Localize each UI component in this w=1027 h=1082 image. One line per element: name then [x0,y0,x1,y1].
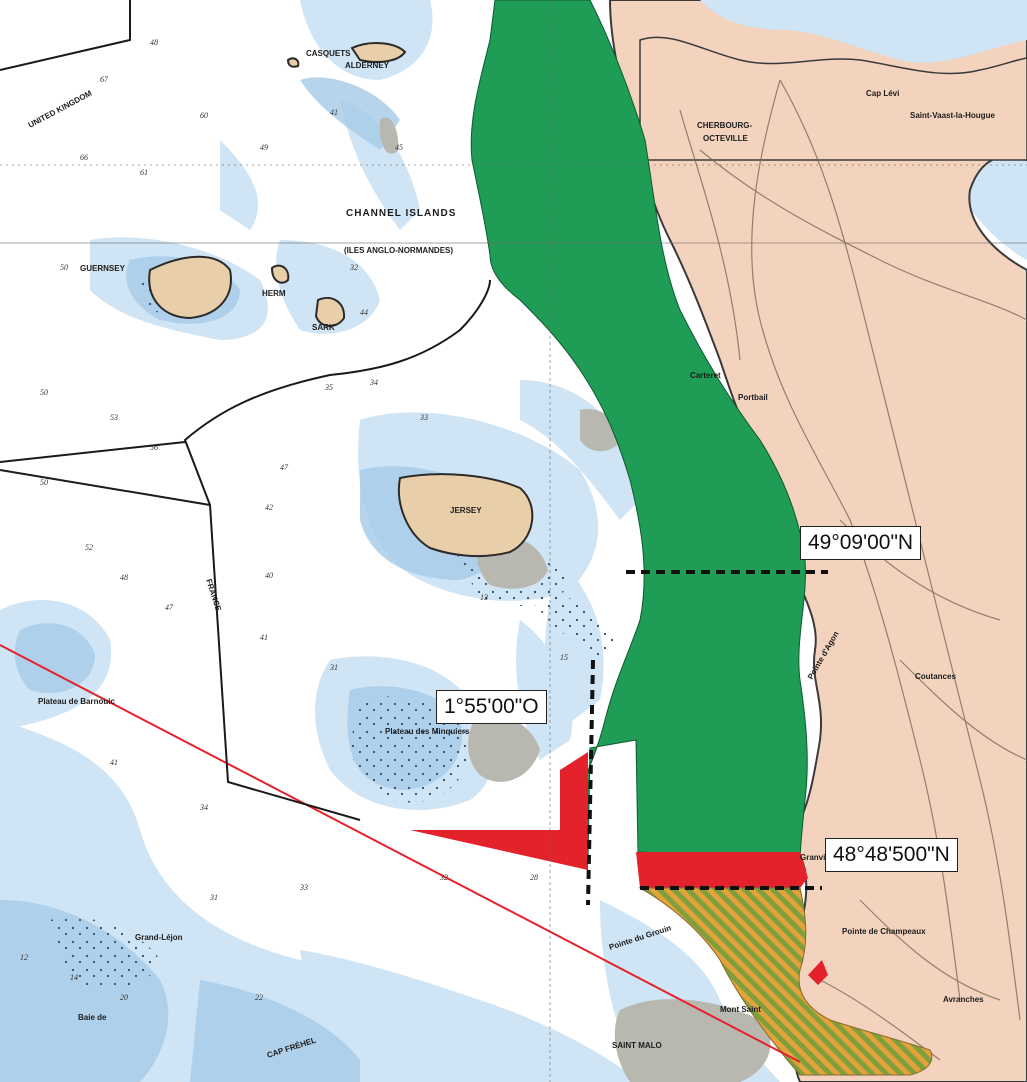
svg-text:15: 15 [560,653,568,662]
boundary-line-red [0,644,801,1063]
label-cap-levi: Cap Lévi [866,89,899,98]
svg-text:12: 12 [20,953,28,962]
label-alderney: ALDERNEY [345,61,390,70]
svg-text:41: 41 [330,108,338,117]
label-portbail: Portbail [738,393,768,402]
svg-text:34: 34 [199,803,208,812]
label-mont-saint: Mont Saint [720,1005,761,1014]
label-jersey: JERSEY [450,506,482,515]
guernsey-island [148,255,232,320]
svg-text:31: 31 [209,893,218,902]
red-zone-small[interactable] [808,960,828,985]
svg-text:50: 50 [40,388,48,397]
label-carteret: Carteret [690,371,721,380]
label-guernsey: GUERNSEY [80,264,126,273]
label-avranches: Avranches [943,995,984,1004]
svg-text:45: 45 [395,143,403,152]
herm-island [270,264,290,284]
label-herm: HERM [262,289,286,298]
svg-text:31: 31 [329,663,338,672]
svg-text:61: 61 [140,168,148,177]
svg-text:48: 48 [150,38,158,47]
svg-text:50: 50 [60,263,68,272]
label-coutances: Coutances [915,672,956,681]
label-pointe-champeaux: Pointe de Champeaux [842,927,926,936]
svg-text:33: 33 [419,413,428,422]
label-plateau-minquiers: Plateau des Minquiers [385,727,470,736]
hatched-zone[interactable] [638,887,933,1076]
svg-text:41: 41 [260,633,268,642]
svg-text:47: 47 [280,463,289,472]
svg-text:14: 14 [70,973,78,982]
svg-text:34: 34 [369,378,378,387]
svg-text:20: 20 [120,993,128,1002]
red-zone-east[interactable] [636,852,808,888]
svg-text:56: 56 [150,443,158,452]
red-zone-west[interactable] [410,752,588,870]
label-granville: Granville [800,853,835,862]
callout-lat-south: 48°48'500"N [825,838,958,872]
callout-lon-west: 1°55'00"O [436,690,547,724]
callout-lat-south-text: 48°48'500"N [833,843,950,866]
rock-patches [379,117,771,1082]
svg-text:32: 32 [349,263,358,272]
svg-text:44: 44 [360,308,368,317]
svg-text:32: 32 [439,873,448,882]
label-casquets: CASQUETS [306,49,351,58]
alderney-island [350,42,407,63]
svg-text:28: 28 [530,873,538,882]
svg-text:13: 13 [480,593,488,602]
label-plateau-barnouic: Plateau de Barnouic [38,697,115,706]
callout-lat-north-text: 49°09'00"N [808,531,914,554]
label-sark: SARK [312,323,335,332]
boundary-lines [0,0,491,821]
callout-lon-west-text: 1°55'00"O [444,695,539,718]
svg-text:52: 52 [85,543,93,552]
svg-text:67: 67 [100,75,109,84]
label-octeville: OCTEVILLE [703,134,749,143]
svg-text:40: 40 [265,571,273,580]
label-iles-anglo-normandes: (ILES ANGLO-NORMANDES) [344,246,453,255]
svg-text:49: 49 [260,143,268,152]
soundings: 48 67 60 66 61 49 50 50 53 56 50 52 48 4… [20,38,568,1002]
sark-island [314,297,346,327]
islands [148,42,534,558]
label-saint-vaast: Saint-Vaast-la-Hougue [910,111,995,120]
label-grand-leger: Grand-Léjon [135,933,183,942]
svg-text:66: 66 [80,153,88,162]
svg-text:41: 41 [110,758,118,767]
svg-text:47: 47 [165,603,174,612]
label-cherbourg: CHERBOURG- [697,121,752,130]
label-baie-de: Baie de [78,1013,107,1022]
svg-text:42: 42 [265,503,273,512]
label-saint-malo: SAINT MALO [612,1041,662,1050]
svg-text:53: 53 [110,413,118,422]
callout-lat-north: 49°09'00"N [800,526,922,560]
svg-text:48: 48 [120,573,128,582]
coordinate-lines [586,570,828,906]
svg-text:22: 22 [255,993,263,1002]
casquets-rock [286,57,300,68]
svg-text:35: 35 [324,383,333,392]
label-channel-islands: CHANNEL ISLANDS [346,208,456,219]
svg-text:50: 50 [40,478,48,487]
jersey-island [398,473,534,558]
svg-text:60: 60 [200,111,208,120]
svg-text:33: 33 [299,883,308,892]
